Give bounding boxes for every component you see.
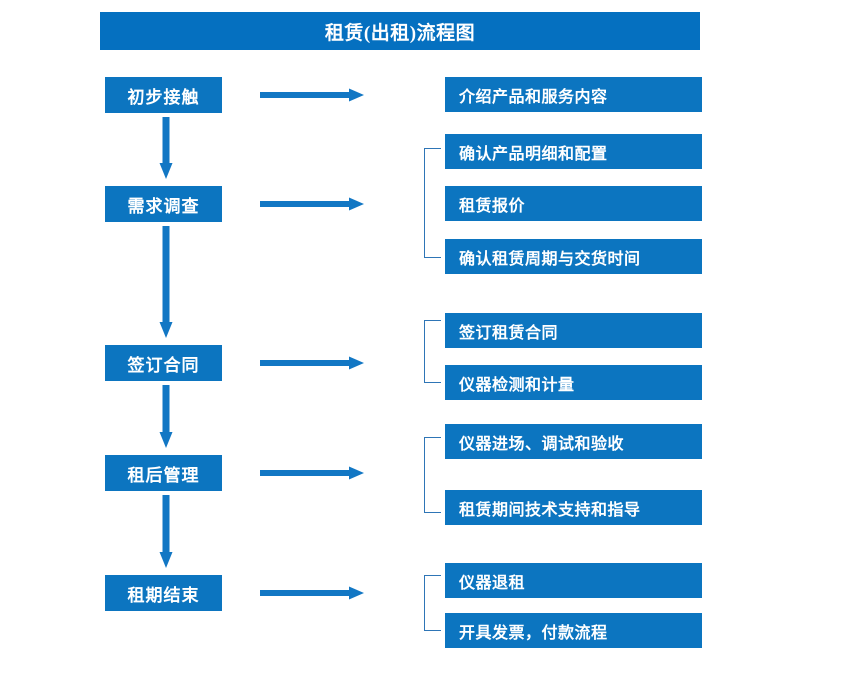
right-arrow-icon-1 [260, 88, 364, 102]
page-title: 租赁(出租)流程图 [100, 12, 700, 50]
right-arrow-icon-5 [260, 586, 364, 600]
group-bracket-2 [424, 148, 441, 258]
detail-box-6: 仪器检测和计量 [445, 365, 702, 400]
stage-box-5: 租期结束 [105, 575, 222, 611]
detail-box-2: 确认产品明细和配置 [445, 134, 702, 169]
detail-box-9: 仪器退租 [445, 563, 702, 598]
detail-box-8: 租赁期间技术支持和指导 [445, 490, 702, 525]
right-arrow-icon-2 [260, 197, 364, 211]
down-arrow-icon-2 [159, 226, 173, 338]
down-arrow-icon-4 [159, 495, 173, 568]
group-bracket-5 [424, 575, 441, 631]
stage-box-2: 需求调查 [105, 186, 222, 222]
detail-box-4: 确认租赁周期与交货时间 [445, 239, 702, 274]
group-bracket-4 [424, 437, 441, 513]
detail-box-3: 租赁报价 [445, 186, 702, 221]
right-arrow-icon-3 [260, 356, 364, 370]
down-arrow-icon-3 [159, 385, 173, 448]
right-arrow-icon-4 [260, 466, 364, 480]
detail-box-10: 开具发票，付款流程 [445, 613, 702, 648]
stage-box-4: 租后管理 [105, 455, 222, 491]
group-bracket-3 [424, 320, 441, 383]
detail-box-5: 签订租赁合同 [445, 313, 702, 348]
detail-box-1: 介绍产品和服务内容 [445, 77, 702, 112]
stage-box-3: 签订合同 [105, 345, 222, 381]
stage-box-1: 初步接触 [105, 77, 222, 113]
down-arrow-icon-1 [159, 117, 173, 179]
detail-box-7: 仪器进场、调试和验收 [445, 424, 702, 459]
